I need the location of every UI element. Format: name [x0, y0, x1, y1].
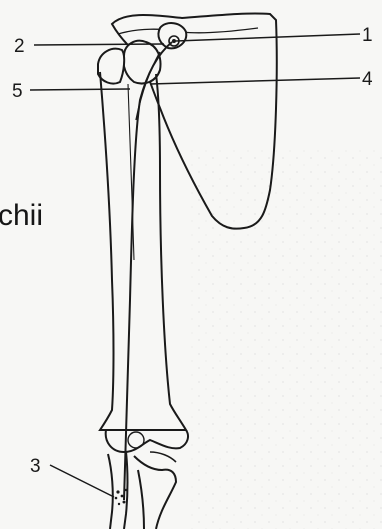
leader-line-3 — [50, 465, 114, 497]
callout-1: 1 — [362, 25, 373, 46]
leader-line-4 — [150, 78, 360, 84]
partial-slide-text: chii — [0, 199, 43, 232]
insertion-stipple — [115, 489, 128, 505]
paper-texture — [190, 150, 382, 529]
ulna — [134, 456, 176, 529]
callout-5: 5 — [12, 81, 23, 102]
greater-tubercle — [98, 49, 124, 84]
origin-dot — [172, 39, 176, 43]
leader-line-2 — [34, 44, 164, 45]
callout-3: 3 — [30, 456, 41, 477]
biceps-tendon — [124, 42, 172, 500]
callout-2: 2 — [14, 36, 25, 57]
leader-line-1 — [176, 34, 360, 41]
olecranon — [150, 452, 176, 462]
leader-line-5 — [30, 89, 130, 90]
humerus-shaft — [100, 72, 186, 430]
humerus-condyles — [106, 430, 188, 452]
callout-4: 4 — [362, 69, 373, 90]
scapula-spine — [118, 28, 258, 34]
trochlea — [128, 432, 144, 448]
